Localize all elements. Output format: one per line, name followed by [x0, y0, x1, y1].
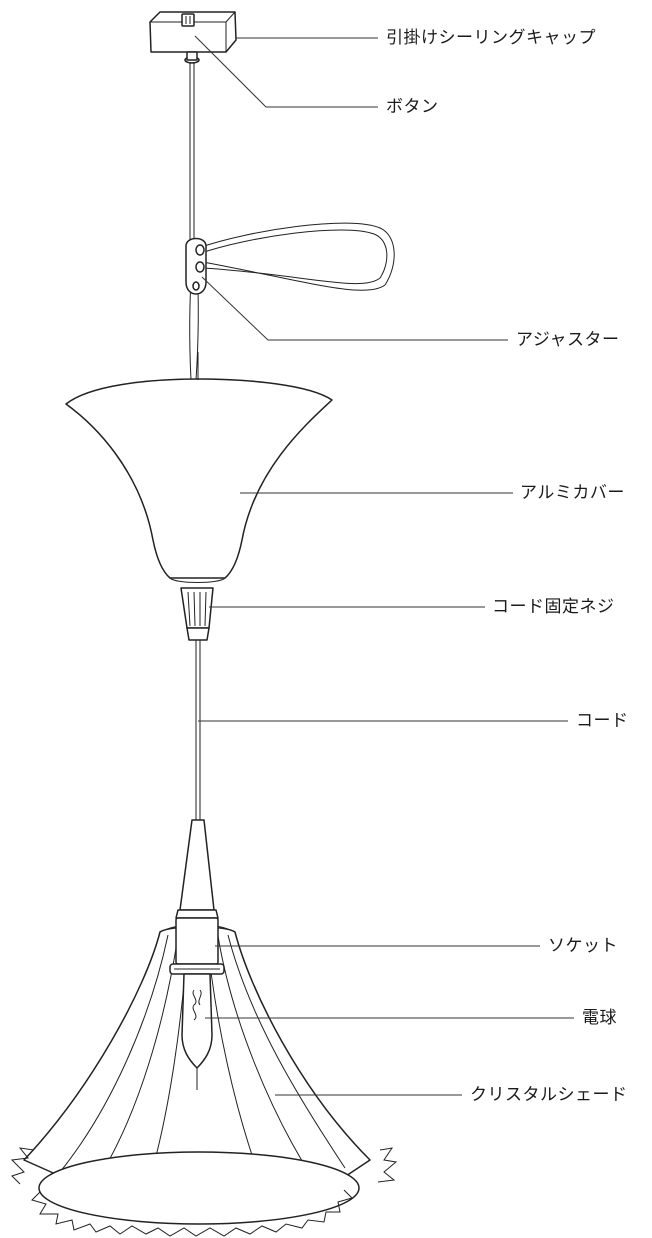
label-crystal-shade: クリスタルシェード — [470, 1085, 628, 1105]
label-aluminum-cover: アルミカバー — [520, 483, 625, 503]
label-button: ボタン — [386, 97, 439, 117]
socket-cone — [175, 819, 219, 919]
ceiling-cap — [149, 11, 237, 53]
cord-fixing-screw — [180, 587, 214, 641]
label-ceiling-cap: 引掛けシーリングキャップ — [386, 28, 596, 48]
socket — [169, 917, 225, 975]
label-cord: コード — [576, 711, 629, 731]
label-socket: ソケット — [548, 936, 618, 956]
label-adjuster: アジャスター — [516, 330, 620, 350]
lower-cord — [195, 640, 201, 820]
label-cord-fixing-screw: コード固定ネジ — [492, 597, 615, 617]
aluminum-cover — [65, 352, 333, 583]
bulb — [181, 973, 213, 1090]
leader-lines — [194, 35, 574, 1096]
adjuster — [185, 222, 395, 295]
ceiling-cap-button — [184, 51, 200, 64]
upper-cord — [189, 62, 199, 381]
label-bulb: 電球 — [582, 1008, 617, 1028]
